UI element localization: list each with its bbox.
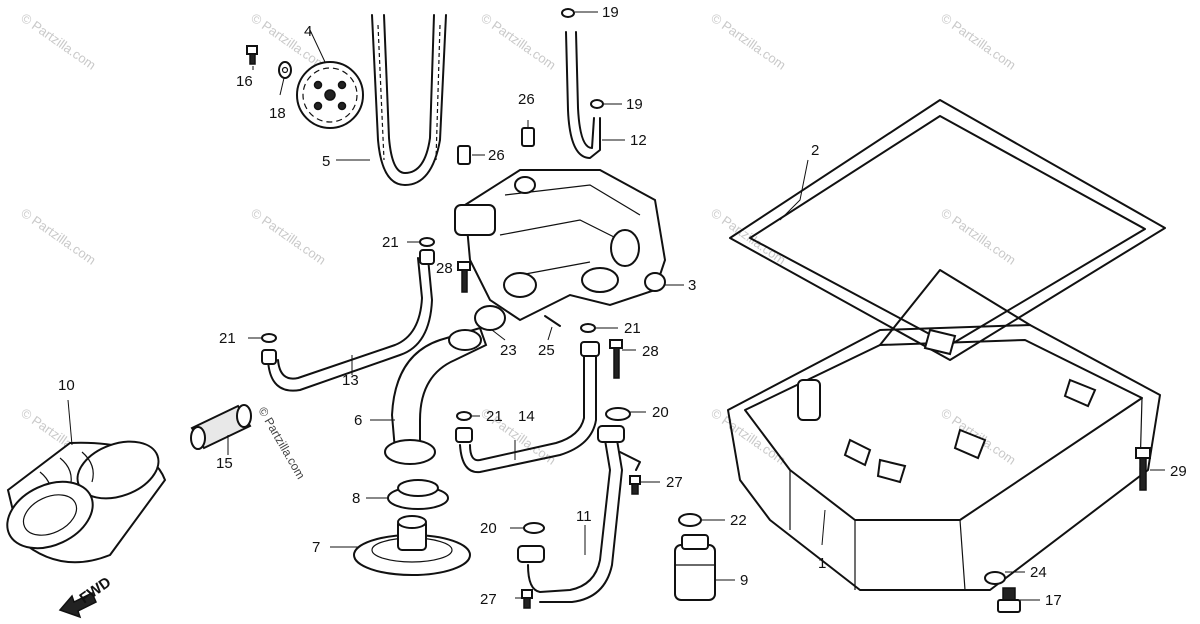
callout-9: 9 [740, 572, 748, 589]
watermark: © Partzilla.com [18, 10, 98, 73]
watermark: © Partzilla.com [248, 205, 328, 268]
callout-19: 19 [602, 4, 619, 21]
callout-7: 7 [312, 539, 320, 556]
part-28-bolt[interactable] [609, 339, 623, 379]
callout-22: 22 [730, 512, 747, 529]
callout-25: 25 [538, 342, 555, 359]
callout-19: 19 [626, 96, 643, 113]
part-20-washer[interactable] [605, 407, 631, 421]
part-22-o-ring[interactable] [678, 513, 702, 527]
part-26-dowel[interactable] [457, 145, 471, 165]
part-24-washer[interactable] [984, 571, 1006, 585]
leader-lines [67, 11, 1165, 601]
callout-21: 21 [486, 408, 503, 425]
callout-3: 3 [688, 277, 696, 294]
part-29-bolt[interactable] [1135, 447, 1151, 491]
part-27-bolt[interactable] [521, 589, 533, 609]
callout-6: 6 [354, 412, 362, 429]
part-13-pipe[interactable] [261, 249, 435, 392]
part-27-bolt[interactable] [629, 475, 641, 495]
callout-10: 10 [58, 377, 75, 394]
callout-4: 4 [304, 23, 312, 40]
part-23-o-ring[interactable] [474, 305, 506, 331]
callout-5: 5 [322, 153, 330, 170]
part-7-strainer[interactable] [353, 515, 471, 576]
callout-17: 17 [1045, 592, 1062, 609]
callout-28: 28 [436, 260, 453, 277]
part-15-nipple[interactable] [190, 404, 252, 450]
watermark: © Partzilla.com [708, 10, 788, 73]
callout-13: 13 [342, 372, 359, 389]
callout-18: 18 [269, 105, 286, 122]
part-4-sprocket[interactable] [296, 61, 364, 129]
callout-14: 14 [518, 408, 535, 425]
callout-2: 2 [811, 142, 819, 159]
watermark: © Partzilla.com [938, 205, 1018, 268]
callout-20: 20 [652, 404, 669, 421]
callout-20: 20 [480, 520, 497, 537]
callout-1: 1 [818, 555, 826, 572]
part-16-bolt[interactable] [246, 45, 258, 65]
fwd-indicator: FWD [58, 574, 114, 619]
callout-21: 21 [624, 320, 641, 337]
watermark: © Partzilla.com [478, 10, 558, 73]
watermark: © Partzilla.com [938, 10, 1018, 73]
part-28-bolt[interactable] [457, 261, 471, 293]
part-26-dowel[interactable] [521, 127, 535, 147]
watermark: © Partzilla.com [18, 205, 98, 268]
callout-labels: 4 16 18 5 19 19 12 26 26 2 3 21 21 21 21… [58, 4, 1187, 609]
part-8-grommet[interactable] [387, 479, 449, 510]
part-18-washer[interactable] [278, 61, 292, 79]
part-21-washer[interactable] [261, 333, 277, 343]
part-20-washer[interactable] [523, 522, 545, 534]
callout-26: 26 [488, 147, 505, 164]
callout-24: 24 [1030, 564, 1047, 581]
callout-23: 23 [500, 342, 517, 359]
callout-21: 21 [219, 330, 236, 347]
part-9-relief-valve[interactable] [674, 534, 716, 601]
watermark: © Partzilla.com [708, 205, 788, 268]
callout-27: 27 [666, 474, 683, 491]
callout-16: 16 [236, 73, 253, 90]
part-5-cam-chain[interactable] [371, 14, 447, 186]
callout-12: 12 [630, 132, 647, 149]
callout-28: 28 [642, 343, 659, 360]
callout-29: 29 [1170, 463, 1187, 480]
callout-26: 26 [518, 91, 535, 108]
watermark-overlay: © Partzilla.com [255, 405, 308, 482]
part-19-washer[interactable] [590, 99, 604, 109]
part-14-pipe[interactable] [455, 341, 600, 474]
part-17-drain-plug[interactable] [997, 587, 1021, 613]
part-11-pipe[interactable] [517, 425, 641, 603]
part-12-pipe[interactable] [565, 31, 601, 159]
callout-21: 21 [382, 234, 399, 251]
part-25-pin[interactable] [544, 315, 561, 327]
part-10-oil-filter[interactable] [0, 431, 167, 564]
part-2-gasket[interactable] [729, 99, 1166, 361]
part-21-washer[interactable] [419, 237, 435, 247]
callout-15: 15 [216, 455, 233, 472]
part-1-oil-pan[interactable] [727, 269, 1161, 591]
callout-8: 8 [352, 490, 360, 507]
part-19-washer[interactable] [561, 8, 575, 18]
part-6-strainer-pipe[interactable] [384, 326, 488, 465]
part-21-washer[interactable] [580, 323, 596, 333]
callout-27: 27 [480, 591, 497, 608]
callout-11: 11 [576, 508, 592, 525]
part-21-washer[interactable] [456, 411, 472, 421]
part-3-oil-pump[interactable] [454, 169, 667, 322]
